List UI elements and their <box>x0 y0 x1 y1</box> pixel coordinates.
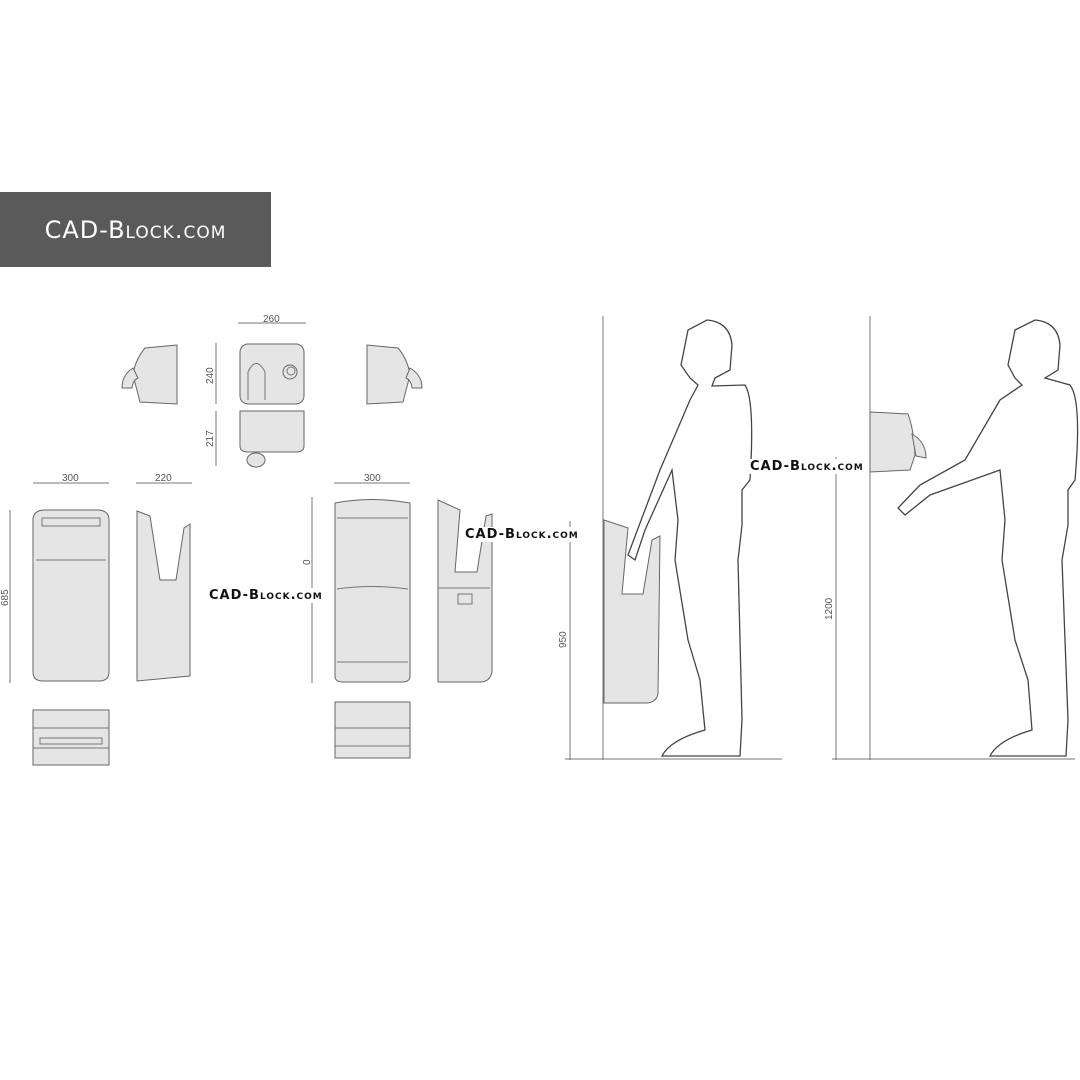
dim-tall-height: 0 <box>302 559 313 565</box>
dim-950: 950 <box>558 631 569 648</box>
watermark-text: CAD-Block.com <box>748 459 866 474</box>
wall-dryer-side-view-right <box>366 344 423 405</box>
tall-dryer-front-view: 300 0 <box>302 473 411 759</box>
wall-dryer-front-view: 260 240 <box>205 314 306 405</box>
dim-220: 220 <box>155 473 172 484</box>
dim-260: 260 <box>263 314 280 325</box>
standing-person-scene: 950 <box>558 316 782 760</box>
dim-685: 685 <box>0 589 11 606</box>
cad-block-logo-banner: CAD-Block.com <box>0 192 271 267</box>
dim-217: 217 <box>205 430 216 447</box>
dim-240: 240 <box>205 367 216 384</box>
dim-1200: 1200 <box>824 597 835 620</box>
tall-dryer-side-view <box>437 499 493 683</box>
wall-dryer-side-view-left <box>121 344 178 405</box>
dim-300-a: 300 <box>62 473 79 484</box>
watermark-text: CAD-Block.com <box>207 588 325 603</box>
dim-300-b: 300 <box>364 473 381 484</box>
wall-dryer-bottom-view: 217 <box>205 410 305 468</box>
wall-dryer-person-scene: 1200 <box>824 316 1079 760</box>
jet-dryer-front-view: 300 685 <box>0 473 110 766</box>
watermark-text: CAD-Block.com <box>463 527 581 542</box>
jet-dryer-side-view: 220 <box>136 473 192 682</box>
